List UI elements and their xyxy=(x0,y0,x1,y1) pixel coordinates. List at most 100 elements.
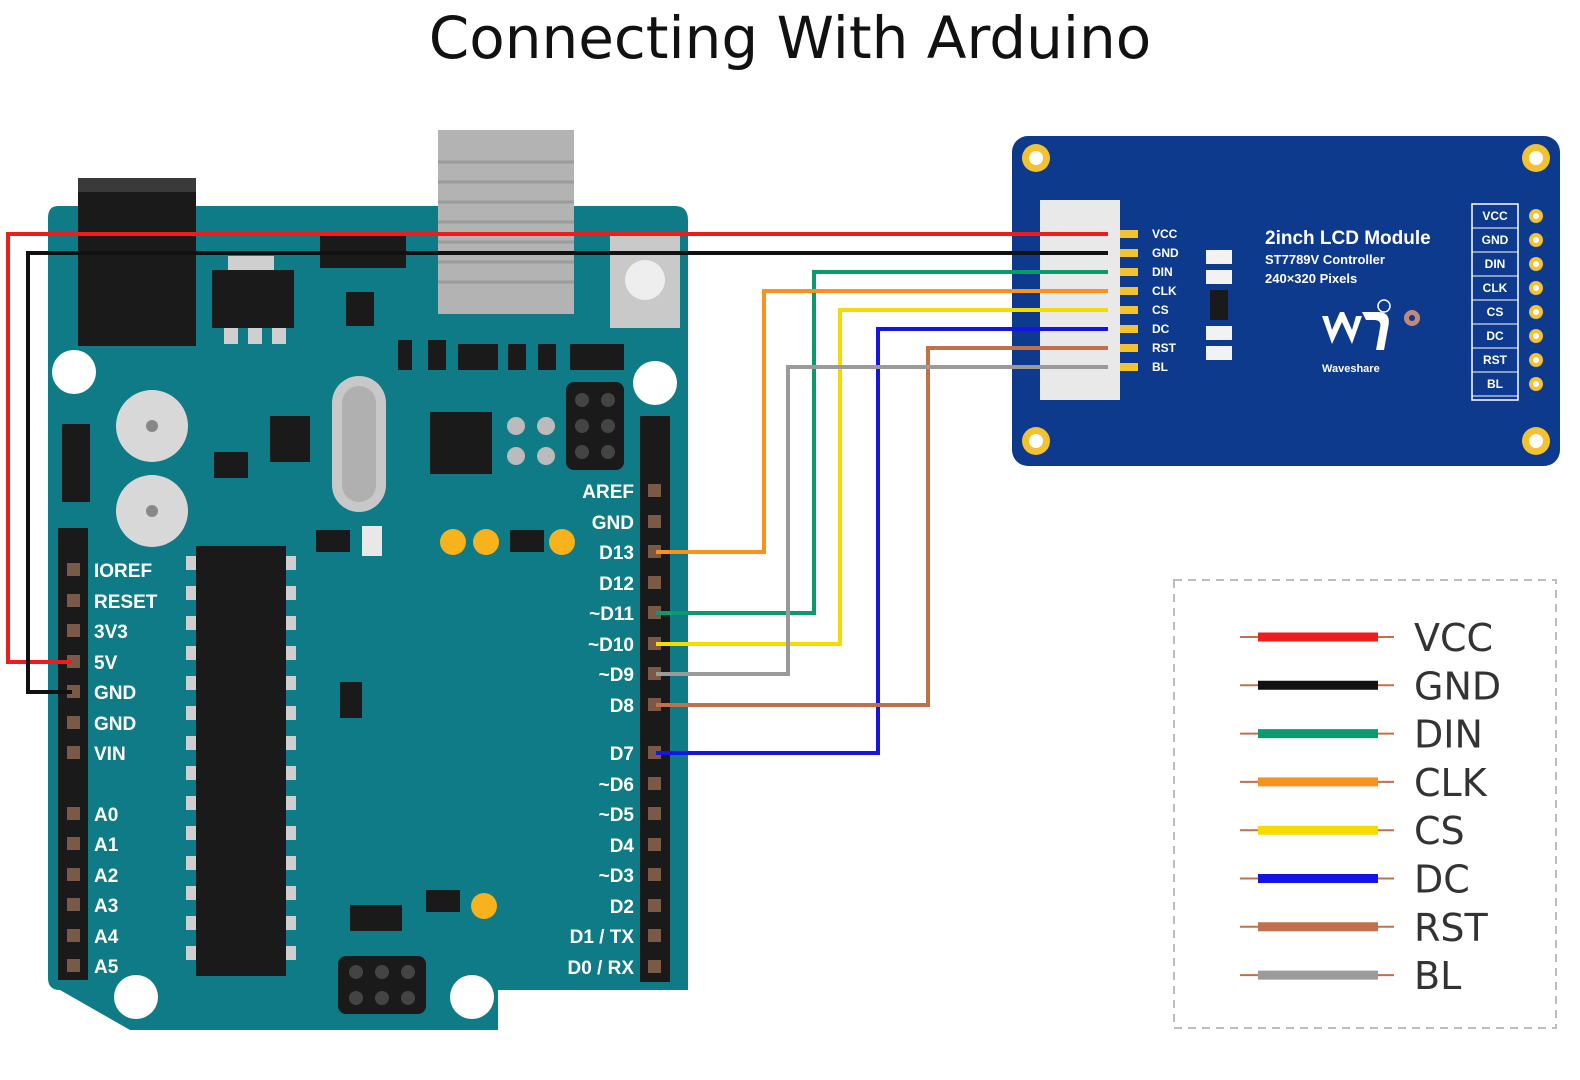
wire-gnd xyxy=(26,251,1108,694)
header-pin xyxy=(67,746,80,759)
mcu-pin xyxy=(186,646,196,660)
lcd-side-pin-label: CS xyxy=(1487,305,1504,319)
header-pin xyxy=(648,545,661,558)
lcd-brand: Waveshare xyxy=(1322,363,1380,375)
lcd-side-pin-label: RST xyxy=(1483,353,1508,367)
header-pin xyxy=(67,716,80,729)
led xyxy=(471,893,497,919)
mcu-pin xyxy=(186,856,196,870)
arduino-right-pin-label: D2 xyxy=(610,897,634,918)
mcu-pin xyxy=(286,916,296,930)
header-pin xyxy=(67,563,80,576)
header-pin xyxy=(648,606,661,619)
header-pin xyxy=(648,515,661,528)
header-pin xyxy=(648,899,661,912)
wire-dc xyxy=(656,327,1108,755)
arduino-right-pin-label: D12 xyxy=(599,574,634,595)
mcu-pin xyxy=(186,916,196,930)
lcd-side-pin-label: DIN xyxy=(1485,257,1506,271)
header-pin xyxy=(648,807,661,820)
mcu-pin xyxy=(186,766,196,780)
header-pin xyxy=(648,576,661,589)
arduino-right-pin-label: D1 / TX xyxy=(570,927,635,948)
arduino-left-pin-label: A4 xyxy=(94,927,119,948)
arduino-right-pin-label: D13 xyxy=(599,543,634,564)
mcu-pin xyxy=(286,676,296,690)
lcd-resolution: 240×320 Pixels xyxy=(1265,271,1357,286)
header-pin xyxy=(648,637,661,650)
mcu-pin xyxy=(286,586,296,600)
icsp-header-bottom xyxy=(338,956,426,1014)
lcd-connector-pad xyxy=(1120,344,1138,352)
arduino-left-pin-label: A5 xyxy=(94,957,119,978)
lcd-connector-label: RST xyxy=(1152,341,1177,355)
mcu-pin xyxy=(186,706,196,720)
lcd-connector-label: GND xyxy=(1152,246,1179,260)
header-pin xyxy=(67,898,80,911)
lcd-module: 2inch LCD Module ST7789V Controller 240×… xyxy=(1012,136,1560,466)
mcu-pin xyxy=(186,586,196,600)
mcu-pin xyxy=(286,706,296,720)
header-pin xyxy=(67,624,80,637)
legend-label: DC xyxy=(1414,858,1470,902)
lcd-connector-pad xyxy=(1120,230,1138,238)
lcd-title: 2inch LCD Module xyxy=(1265,228,1431,249)
mcu-pin xyxy=(286,736,296,750)
header-pin xyxy=(648,929,661,942)
arduino-right-pin-label: ~D6 xyxy=(599,775,634,796)
lcd-connector-label: DC xyxy=(1152,322,1170,336)
mcu-pin xyxy=(286,616,296,630)
lcd-connector-pad xyxy=(1120,306,1138,314)
lcd-side-pin-label: GND xyxy=(1482,233,1509,247)
header-pin xyxy=(67,594,80,607)
arduino-right-pin-label: ~D11 xyxy=(589,604,634,625)
arduino-right-pin-label: D0 / RX xyxy=(567,958,634,979)
header-pin xyxy=(67,837,80,850)
mount-hole xyxy=(114,975,158,1019)
mcu-pins-left xyxy=(186,556,196,960)
lcd-connector-label: CLK xyxy=(1152,284,1177,298)
power-jack xyxy=(78,178,196,346)
mcu-pin xyxy=(286,946,296,960)
legend-label: GND xyxy=(1414,664,1501,708)
arduino-left-pin-label: A3 xyxy=(94,896,118,917)
header-pin xyxy=(67,655,80,668)
voltage-regulator xyxy=(212,270,294,328)
arduino-left-pin-label: RESET xyxy=(94,592,158,613)
legend-box xyxy=(1173,579,1557,1029)
mcu-pin xyxy=(186,946,196,960)
waveshare-logo-icon xyxy=(1322,299,1391,350)
wire-vcc xyxy=(6,232,1108,664)
header-pin xyxy=(67,807,80,820)
led xyxy=(440,529,466,555)
arduino-right-pin-label: ~D3 xyxy=(599,866,634,887)
mcu-pin xyxy=(286,556,296,570)
mcu-pin xyxy=(286,856,296,870)
arduino-left-pin-label: VIN xyxy=(94,744,126,765)
led xyxy=(473,529,499,555)
header-pin xyxy=(648,667,661,680)
atmega-chip xyxy=(196,546,286,976)
arduino-right-pin-label: GND xyxy=(592,513,634,534)
mcu-pin xyxy=(186,556,196,570)
header-pin xyxy=(648,777,661,790)
icsp-header xyxy=(566,382,624,470)
header-pin xyxy=(67,868,80,881)
mcu-pin xyxy=(286,796,296,810)
left-header-pins xyxy=(67,563,80,972)
header-pin xyxy=(648,698,661,711)
mcu-pin xyxy=(186,616,196,630)
mcu-pin xyxy=(286,646,296,660)
lcd-connector-pad xyxy=(1120,268,1138,276)
lcd-side-pin-label: CLK xyxy=(1483,281,1508,295)
arduino-left-pin-label: A0 xyxy=(94,805,118,826)
arduino-board xyxy=(48,130,688,1030)
mcu-pin xyxy=(186,826,196,840)
arduino-left-pin-label: GND xyxy=(94,714,136,735)
lcd-connector-label: BL xyxy=(1152,360,1168,374)
wire-rst xyxy=(656,346,1108,707)
lcd-connector xyxy=(1040,200,1120,400)
mcu-pins-right xyxy=(286,556,296,960)
